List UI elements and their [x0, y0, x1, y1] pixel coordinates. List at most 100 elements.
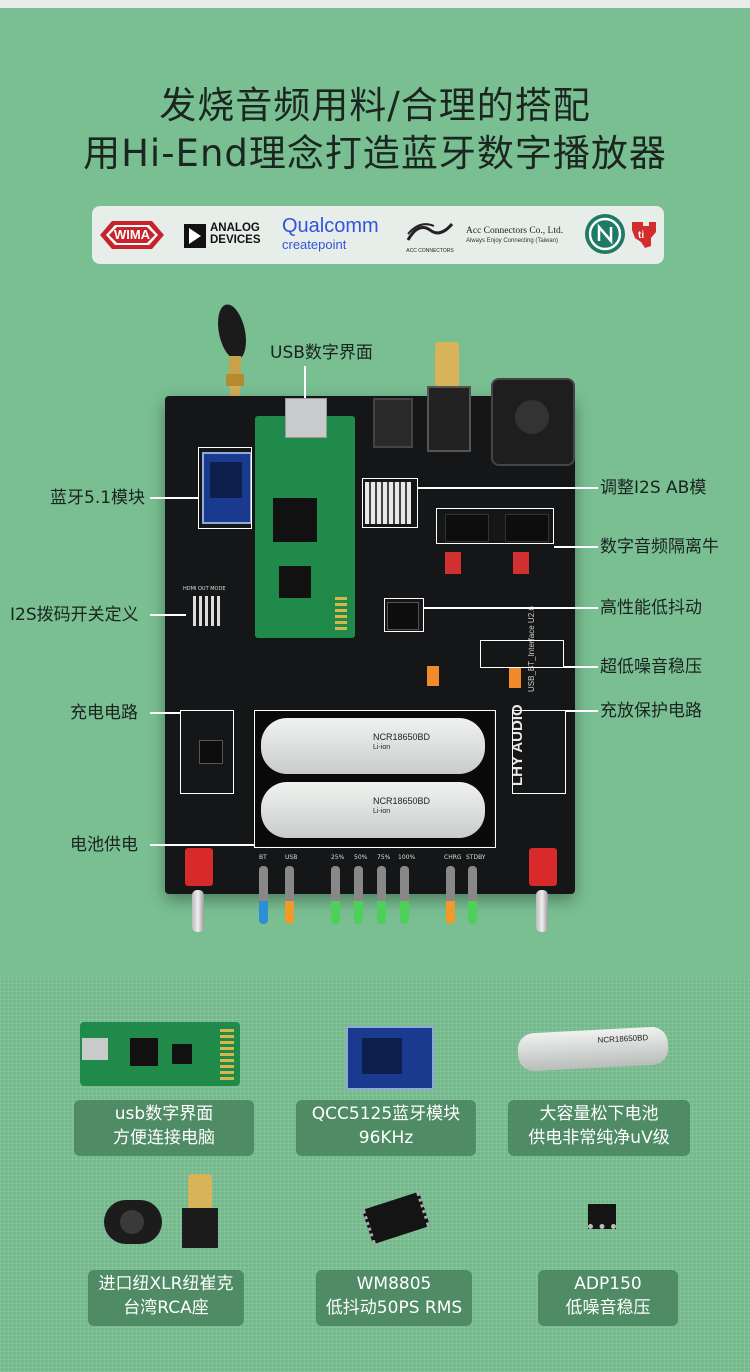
wima-logo: WIMA	[100, 219, 164, 251]
feature-adp150: ADP150 低噪音稳压	[538, 1270, 678, 1326]
wm8805-chip	[387, 602, 419, 630]
analog-devices-line1: ANALOG	[210, 222, 260, 234]
texas-instruments-logo: ti	[629, 218, 659, 250]
svg-text:ti: ti	[638, 230, 644, 241]
feature-connectors-line1: 进口纽XLR纽崔克	[98, 1274, 234, 1294]
battery-2-model: NCR18650BD	[373, 796, 431, 806]
callout-protection: 充放保护电路	[600, 701, 702, 721]
power-jack	[373, 398, 413, 448]
led-label-stdby: STDBY	[466, 854, 486, 861]
led-label-100: 100%	[398, 854, 416, 861]
callout-low-jitter: 高性能低抖动	[600, 598, 702, 618]
led-label-bt: BT	[259, 854, 267, 861]
headline-line-2: 用Hi-End理念打造蓝牙数字播放器	[83, 132, 667, 175]
led-green-4	[400, 866, 409, 924]
box-low-jitter	[384, 598, 424, 632]
orange-capacitor-1	[427, 666, 439, 686]
acc-small-text: ACC CONNECTORS	[406, 248, 454, 254]
feature-bluetooth: QCC5125蓝牙模块 96KHz	[296, 1100, 476, 1156]
hdmi-label: HDMI OUT MODE	[183, 586, 226, 592]
leader-low-noise	[564, 666, 598, 668]
box-bluetooth	[198, 447, 252, 529]
usb-chip	[273, 498, 317, 542]
rca-connector-image	[180, 1174, 220, 1260]
feature-wm8805-line2: 低抖动50PS RMS	[325, 1298, 463, 1318]
leader-battery	[150, 844, 254, 846]
leader-charging	[150, 712, 180, 714]
box-battery	[254, 710, 496, 848]
feature-adp150-line1: ADP150	[574, 1274, 642, 1294]
led-green-5	[468, 866, 477, 924]
led-orange-2	[446, 866, 455, 924]
led-blue	[259, 866, 268, 924]
usb-chip-2	[279, 566, 311, 598]
box-low-noise	[480, 640, 564, 668]
led-label-50: 50%	[354, 854, 368, 861]
box-i2s-ab	[362, 478, 418, 528]
battery-2: NCR18650BD Li-ion	[261, 782, 485, 838]
led-label-75: 75%	[377, 854, 391, 861]
feature-usb-line2: 方便连接电脑	[113, 1128, 215, 1148]
battery-image: NCR18650BD	[517, 1026, 669, 1072]
leader-bluetooth	[150, 497, 198, 499]
i2s-dip-switch	[365, 482, 411, 524]
red-capacitor-1	[445, 552, 461, 574]
battery-1-chem: Li-ion	[373, 744, 391, 751]
feature-bluetooth-line1: QCC5125蓝牙模块	[311, 1104, 461, 1124]
leader-low-jitter	[424, 607, 598, 609]
bt-module-image	[346, 1026, 434, 1090]
neutrik-logo	[584, 213, 626, 255]
callout-battery: 电池供电	[70, 835, 138, 855]
top-border	[0, 0, 750, 8]
usb-connector	[285, 398, 327, 438]
left-toggle-switch[interactable]	[185, 848, 213, 886]
battery-1-model: NCR18650BD	[373, 732, 431, 742]
feature-battery-line2: 供电非常纯净uV级	[528, 1128, 670, 1148]
charge-ic	[199, 740, 223, 764]
feature-usb: usb数字界面 方便连接电脑	[74, 1100, 254, 1156]
leader-i2s-switch	[150, 614, 186, 616]
feature-wm8805-line1: WM8805	[356, 1274, 432, 1294]
right-switch-stem	[536, 890, 548, 932]
feature-bluetooth-line2: 96KHz	[358, 1128, 414, 1148]
analog-devices-logo: ANALOG DEVICES	[184, 222, 270, 250]
feature-battery-line1: 大容量松下电池	[539, 1104, 659, 1124]
xlr-connector-image	[104, 1200, 162, 1244]
brand-logo-strip: WIMA ANALOG DEVICES Qualcomm createpoint…	[92, 206, 664, 264]
adp150-chip-image	[588, 1204, 616, 1229]
qualcomm-logo: Qualcomm createpoint	[282, 214, 394, 256]
led-label-chrg: CHRG	[444, 854, 462, 861]
red-capacitor-2	[513, 552, 529, 574]
led-green-2	[354, 866, 363, 924]
led-green-3	[377, 866, 386, 924]
led-orange	[285, 866, 294, 924]
feature-battery: 大容量松下电池 供电非常纯净uV级	[508, 1100, 690, 1156]
battery-holder: NCR18650BD Li-ion NCR18650BD Li-ion	[253, 710, 493, 846]
right-toggle-switch[interactable]	[529, 848, 557, 886]
feature-connectors: 进口纽XLR纽崔克 台湾RCA座	[88, 1270, 244, 1326]
analog-devices-line2: DEVICES	[210, 234, 261, 246]
leader-protection	[566, 710, 598, 712]
callout-charging: 充电电路	[70, 703, 138, 723]
callout-isolation: 数字音频隔离牛	[600, 537, 719, 557]
usb-board-image	[80, 1022, 240, 1086]
callout-low-noise: 超低噪音稳压	[600, 657, 702, 677]
usb-interface-module	[255, 398, 355, 638]
isolation-transformer-2	[505, 514, 549, 542]
leader-usb	[304, 366, 306, 398]
leader-i2s-ab	[418, 487, 598, 489]
qualcomm-text: Qualcomm	[282, 215, 379, 237]
qualcomm-subtext: createpoint	[282, 237, 347, 252]
box-charging	[180, 710, 234, 794]
pcb-board: HDMI OUT MODE NCR18650BD Li-ion NCR18650…	[165, 342, 575, 894]
led-label-25: 25%	[331, 854, 345, 861]
battery-1: NCR18650BD Li-ion	[261, 718, 485, 774]
wima-text: WIMA	[113, 227, 151, 242]
acc-connectors-line2: Always Enjoy Connecting (Taiwan)	[466, 238, 559, 244]
isolation-transformer-1	[445, 514, 489, 542]
bluetooth-module	[202, 452, 252, 524]
xlr-jack	[491, 378, 575, 466]
callout-bluetooth: 蓝牙5.1模块	[50, 488, 146, 508]
orange-capacitor-2	[509, 668, 521, 688]
callout-i2s-ab: 调整I2S AB模	[600, 478, 707, 498]
